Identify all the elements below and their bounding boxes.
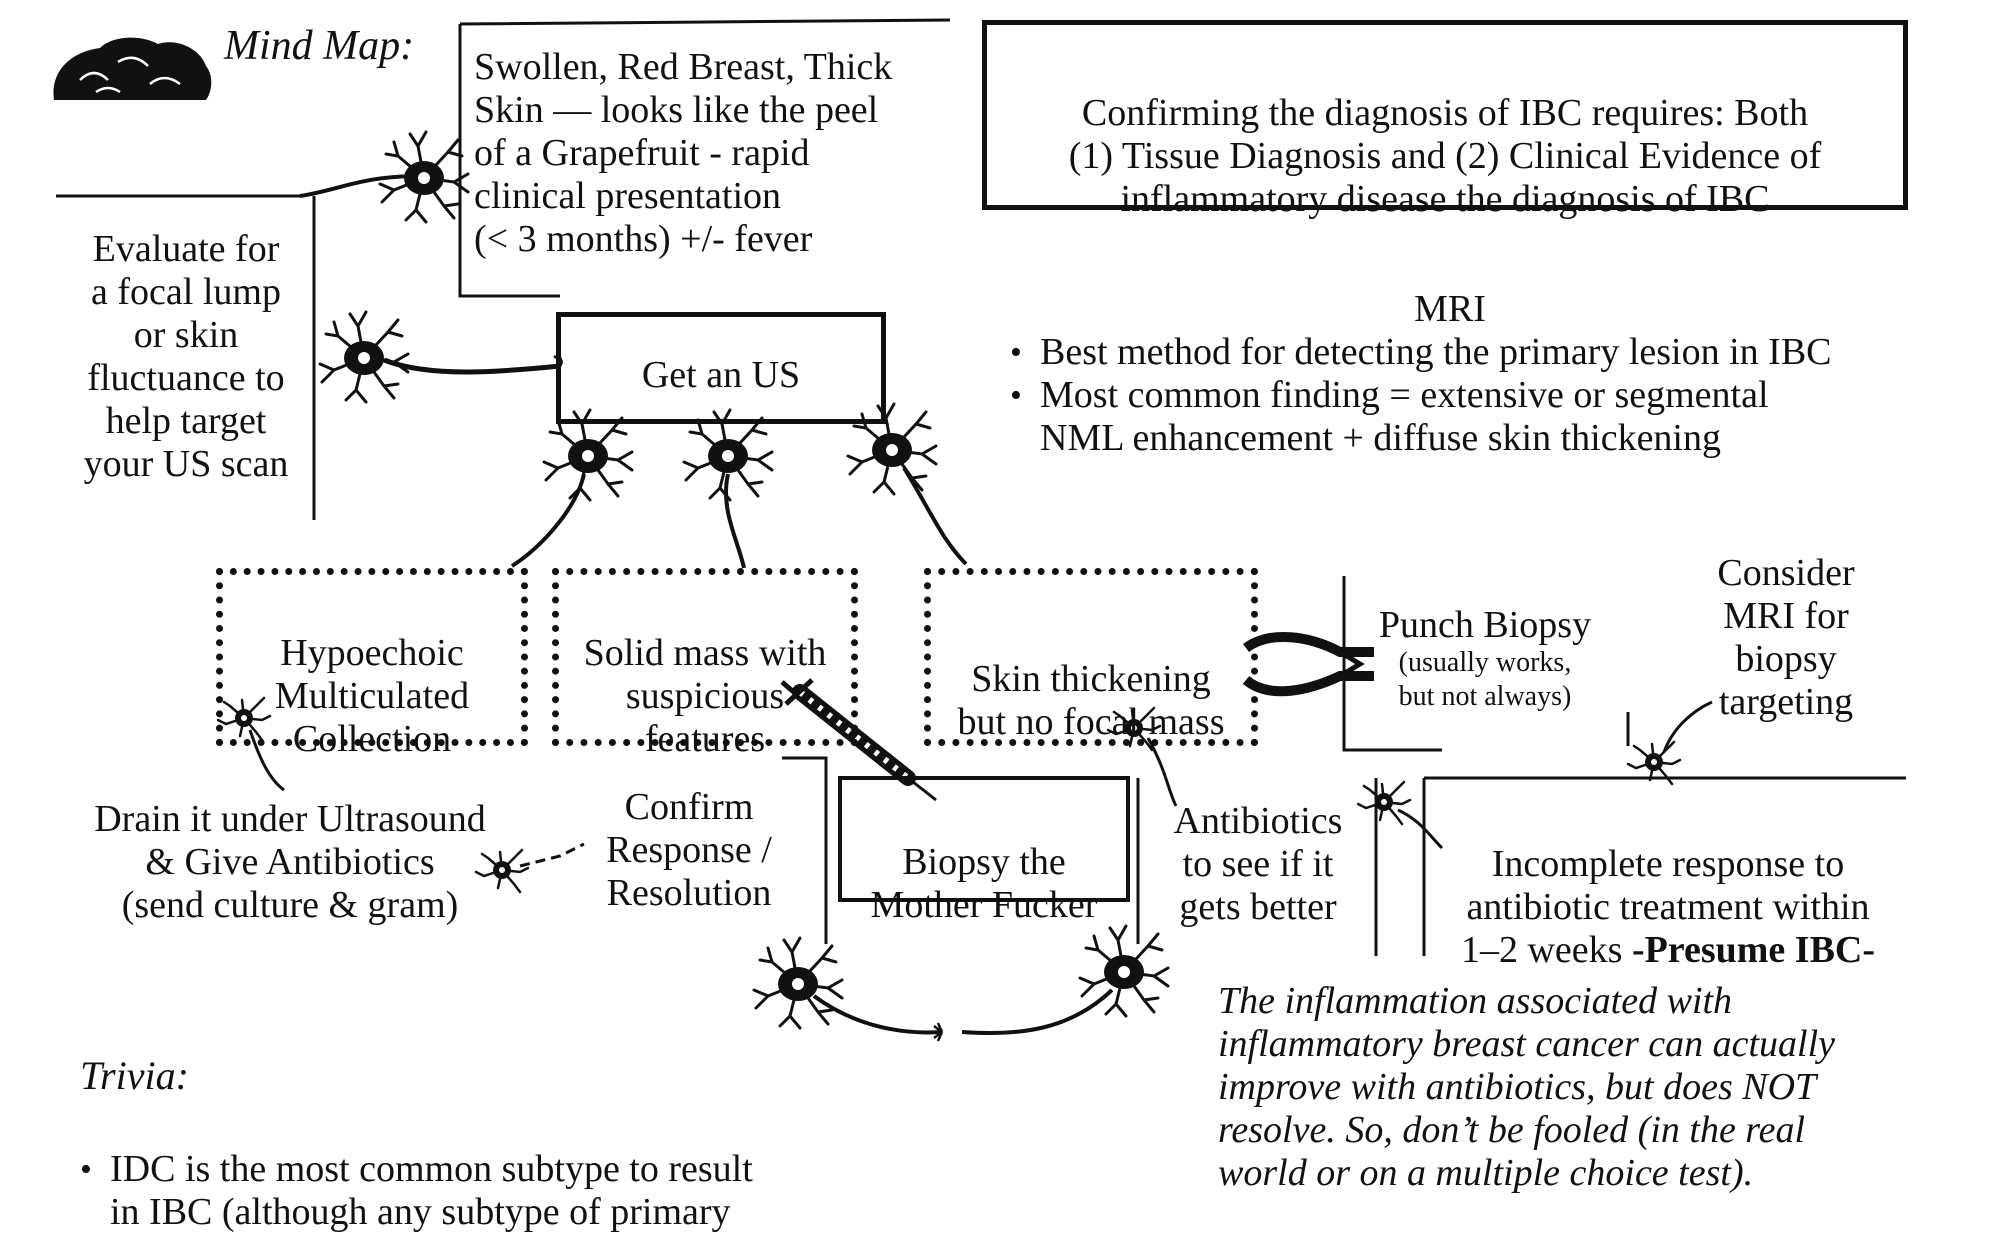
mri-bullet: Best method for detecting the primary le… bbox=[1010, 331, 1910, 374]
neuron-icon bbox=[1078, 924, 1170, 1018]
consider-mri-node: Consider MRI for biopsy targeting bbox=[1717, 552, 1855, 723]
get-us-label: Get an US bbox=[641, 354, 801, 396]
solid-mass-label: Solid mass with suspicious features bbox=[583, 632, 827, 760]
skin-thickening-label: Skin thickening but no focal mass bbox=[957, 658, 1225, 743]
solid-mass-box: Solid mass with suspicious features bbox=[552, 568, 858, 760]
hypoechoic-box: Hypoechoic Multiculated Collection bbox=[216, 568, 528, 760]
mri-bullet: Most common finding = extensive or segme… bbox=[1010, 374, 1910, 460]
punch-biopsy-note: (usually works, but not always) bbox=[1398, 647, 1572, 712]
biopsy-punch-icon bbox=[1242, 632, 1374, 697]
neuron-icon bbox=[752, 936, 844, 1030]
confirming-diagnosis-box: Confirming the diagnosis of IBC requires… bbox=[982, 20, 1908, 220]
incomplete-response-text: Incomplete response to antibiotic treatm… bbox=[1460, 843, 1870, 971]
trivia-list: IDC is the most common subtype to result… bbox=[80, 1148, 960, 1234]
brain-icon bbox=[53, 37, 212, 100]
skin-thickening-box: Skin thickening but no focal mass bbox=[924, 568, 1258, 746]
biopsy-label: Biopsy the Mother Fucker bbox=[870, 841, 1098, 926]
presume-ibc-label: -Presume IBC- bbox=[1631, 929, 1876, 971]
drain-node: Drain it under Ultrasound & Give Antibio… bbox=[94, 798, 486, 926]
hypoechoic-label: Hypoechoic Multiculated Collection bbox=[274, 632, 470, 760]
presentation-node: Swollen, Red Breast, Thick Skin — looks … bbox=[474, 46, 893, 260]
trivia-title: Trivia: bbox=[80, 1053, 189, 1098]
neuron-icon bbox=[318, 310, 410, 404]
mri-title: MRI bbox=[1414, 288, 1486, 330]
punch-biopsy-node: Punch Biopsy (usually works, but not alw… bbox=[1360, 604, 1610, 714]
incomplete-response-node: Incomplete response to antibiotic treatm… bbox=[1430, 800, 1906, 972]
inflammation-note: The inflammation associated with inflamm… bbox=[1218, 980, 1836, 1194]
evaluate-node: Evaluate for a focal lump or skin fluctu… bbox=[83, 228, 289, 485]
mri-bullets: Best method for detecting the primary le… bbox=[1010, 331, 1910, 460]
mri-section: MRI Best method for detecting the primar… bbox=[1010, 288, 1910, 460]
mind-map-title: Mind Map: bbox=[224, 23, 415, 69]
confirming-diagnosis-text: Confirming the diagnosis of IBC requires… bbox=[1068, 92, 1822, 220]
get-us-box: Get an US bbox=[556, 312, 886, 424]
biopsy-box: Biopsy the Mother Fucker bbox=[838, 776, 1130, 926]
trivia-item: IDC is the most common subtype to result… bbox=[80, 1148, 960, 1234]
punch-biopsy-label: Punch Biopsy bbox=[1378, 604, 1592, 646]
antibiotics-node: Antibiotics to see if it gets better bbox=[1173, 800, 1343, 928]
confirm-response-node: Confirm Response / Resolution bbox=[606, 786, 772, 914]
